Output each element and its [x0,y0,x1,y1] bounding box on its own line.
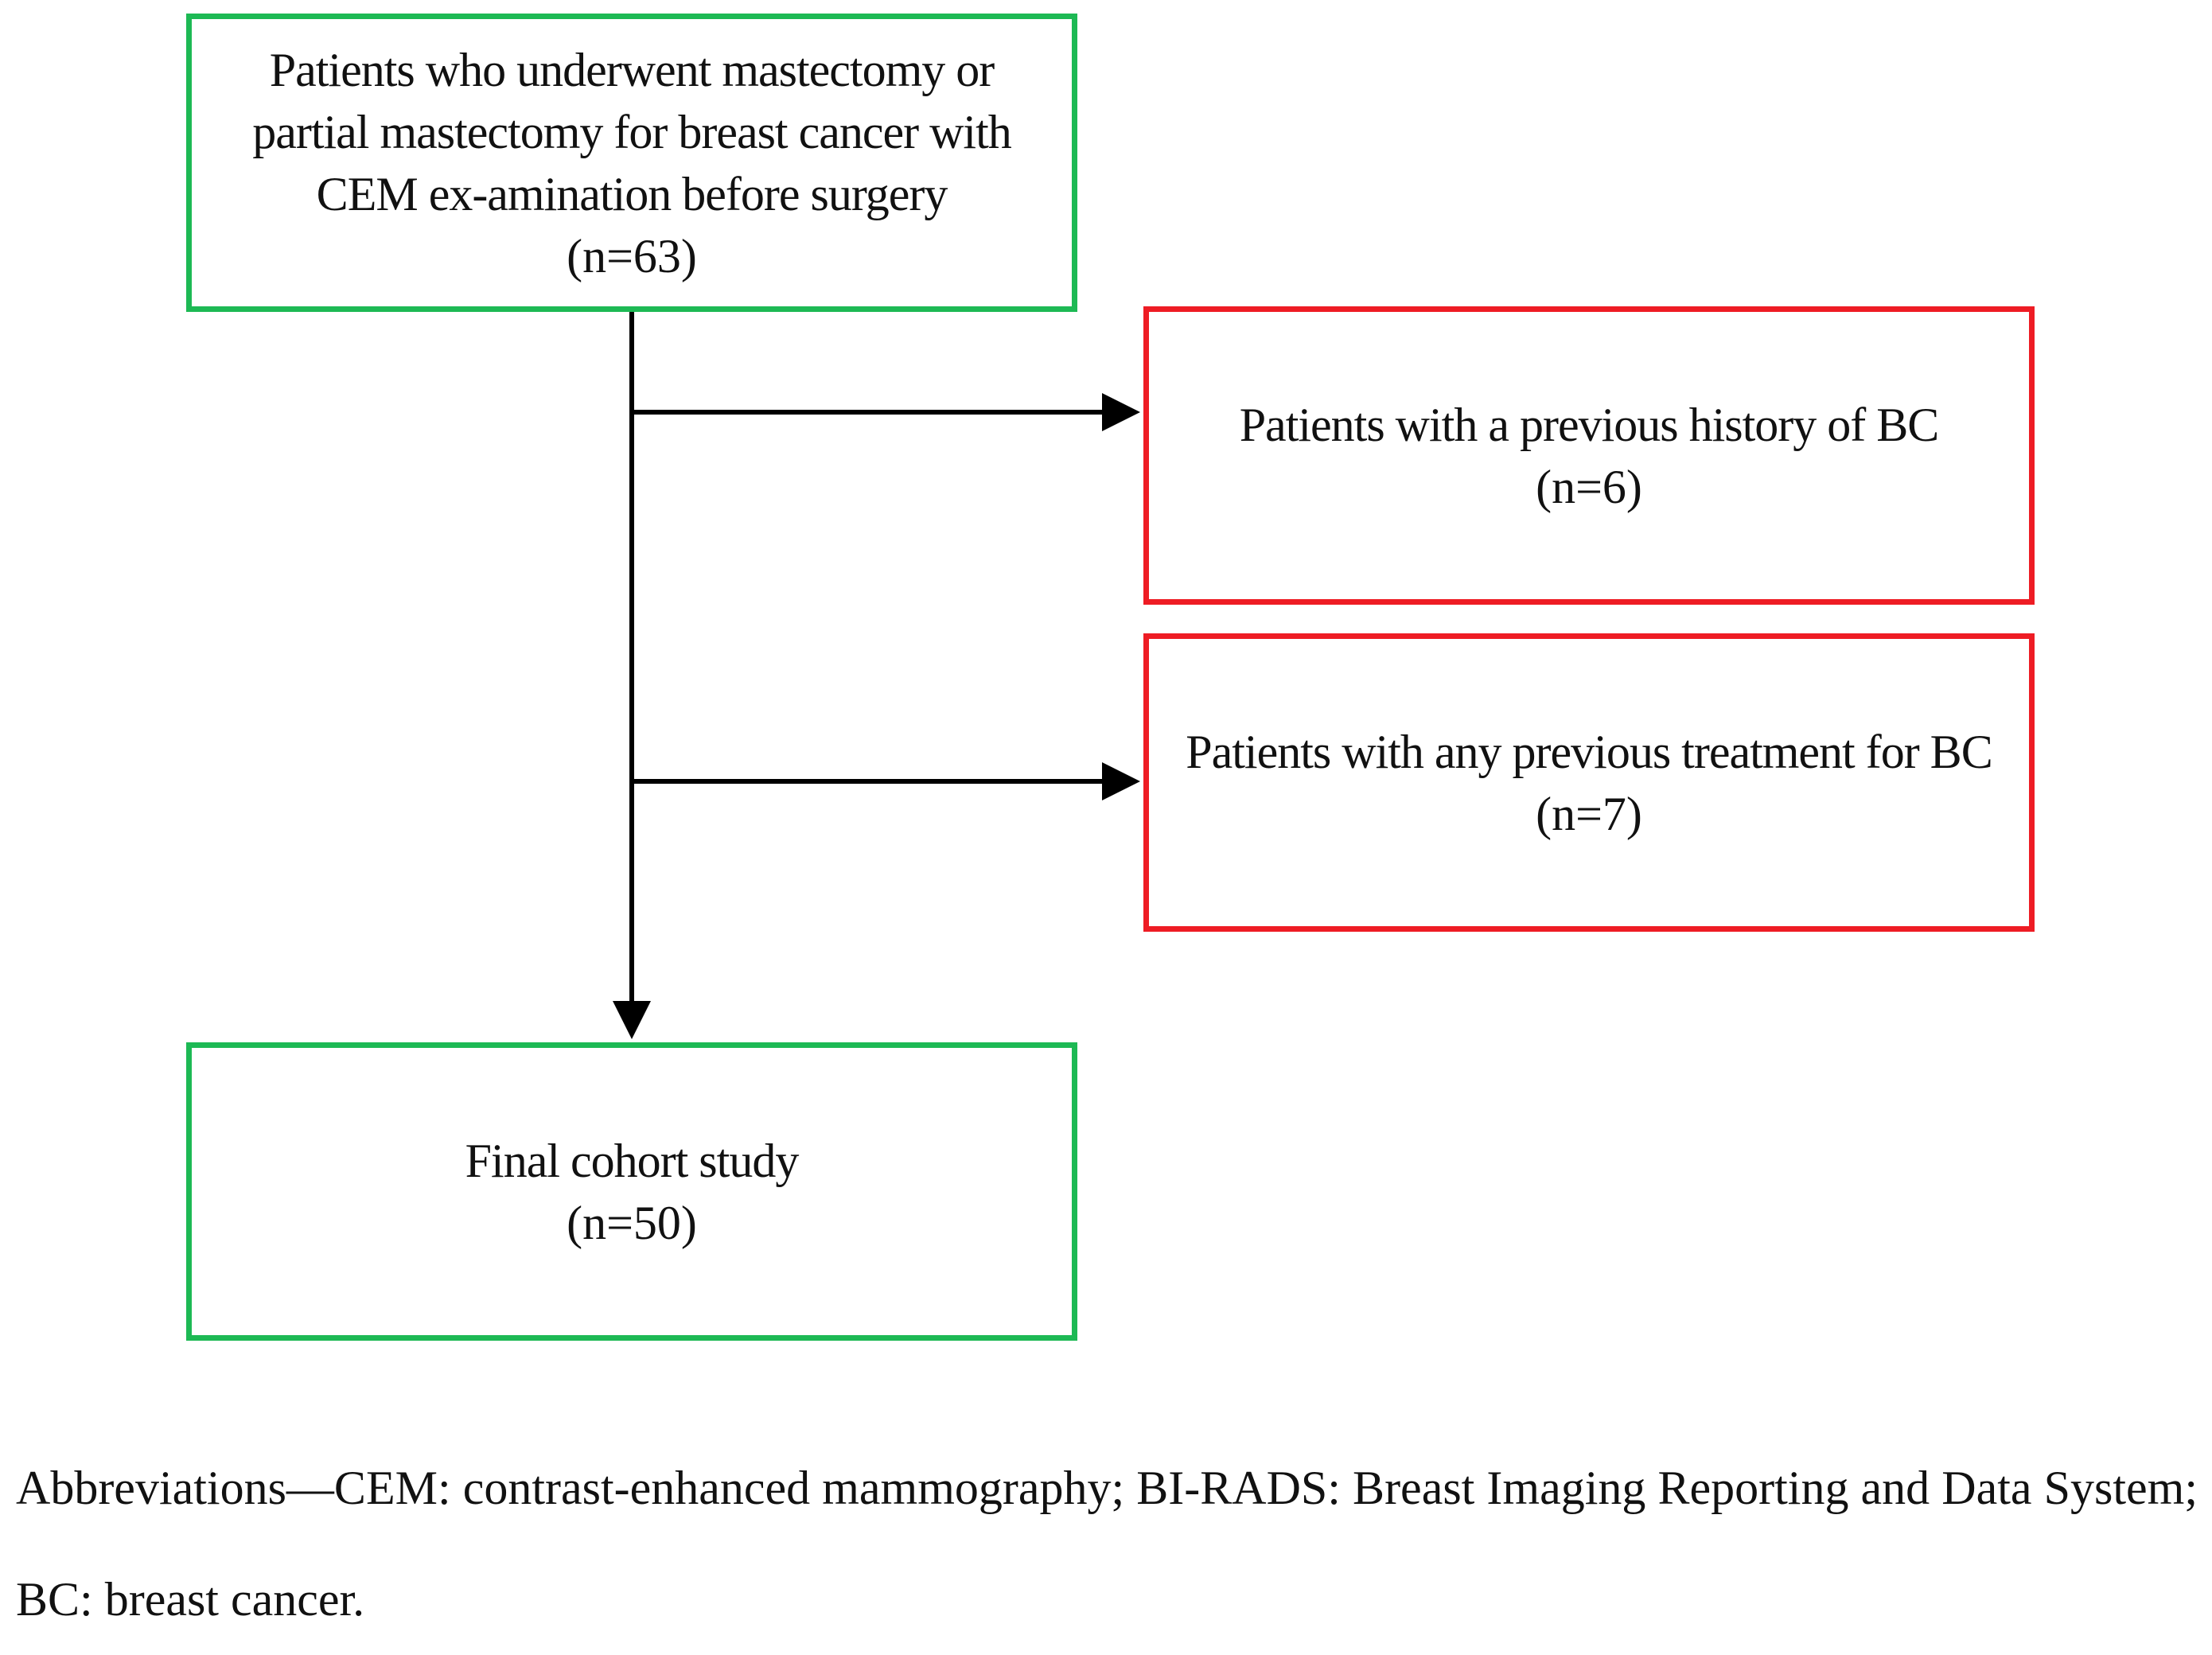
exclusion-treatment-count: (n=7) [1536,787,1642,840]
abbreviations-footnote: Abbreviations—CEM: contrast-enhanced mam… [16,1462,2198,1626]
start-population-text: Patients who underwent mastectomy or par… [252,43,1012,220]
exclusion-treatment-text: Patients with any previous treatment for… [1186,725,1992,778]
exclusion-box-history: Patients with a previous history of BC (… [1143,306,2035,605]
exclusion-history-text: Patients with a previous history of BC [1239,398,1940,451]
start-population-box: Patients who underwent mastectomy or par… [186,14,1077,312]
final-cohort-count: (n=50) [567,1196,697,1249]
exclusion-box-treatment: Patients with any previous treatment for… [1143,633,2035,932]
final-cohort-text: Final cohort study [465,1134,800,1187]
exclusion-history-count: (n=6) [1536,460,1642,513]
final-cohort-box: Final cohort study (n=50) [186,1042,1077,1341]
start-population-count: (n=63) [567,229,697,282]
